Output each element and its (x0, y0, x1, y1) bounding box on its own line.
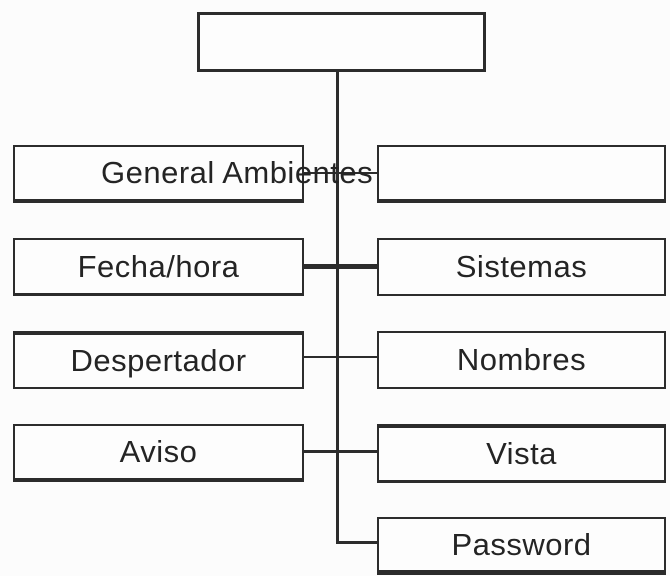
node-sistemas: Sistemas (377, 238, 666, 296)
node-despertador: Despertador (13, 331, 304, 389)
node-nombres: Nombres (377, 331, 666, 389)
node-fecha-hora-label: Fecha/hora (77, 248, 240, 284)
connector-row-2 (302, 264, 379, 269)
node-nombres-label: Nombres (456, 342, 587, 377)
node-vista-label: Vista (486, 436, 557, 471)
node-sistemas-label: Sistemas (455, 249, 588, 284)
connector-row-3 (302, 356, 379, 358)
connector-password-elbow (336, 541, 379, 544)
node-vista: Vista (377, 424, 666, 483)
node-fecha-hora: Fecha/hora (13, 238, 304, 296)
connector-row-4 (302, 450, 379, 453)
node-root (197, 12, 486, 72)
node-general-ambientes-label: General Ambientes (101, 155, 374, 190)
node-password-label: Password (451, 526, 592, 562)
node-aviso-label: Aviso (119, 434, 198, 469)
node-aviso: Aviso (13, 424, 304, 482)
node-password: Password (377, 517, 666, 575)
connector-row-1 (302, 172, 379, 174)
node-right-empty (377, 145, 666, 203)
node-general-ambientes: General Ambientes (13, 145, 373, 203)
node-despertador-label: Despertador (70, 343, 247, 378)
connector-trunk-vertical (336, 70, 339, 544)
